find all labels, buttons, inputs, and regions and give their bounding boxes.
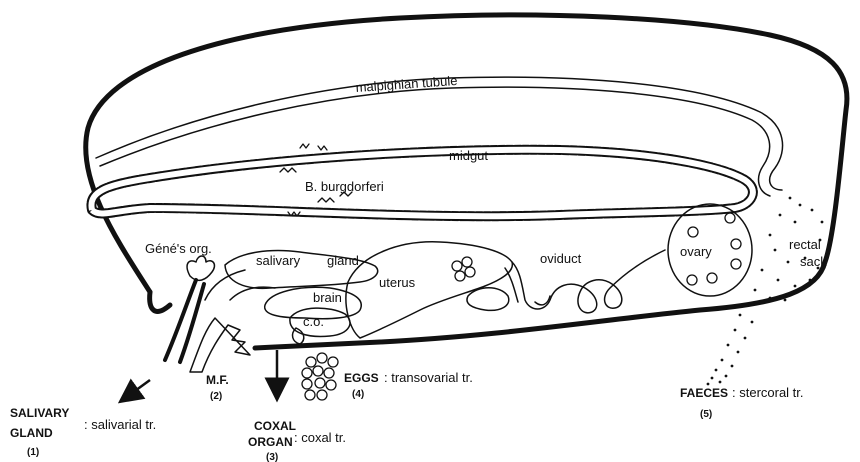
ovary-label: ovary — [680, 244, 712, 259]
genes-organ-label: Géné's org. — [145, 241, 212, 256]
ovary-egg — [687, 275, 697, 285]
oviduct-inner — [505, 268, 550, 305]
gland-label: gland — [327, 253, 359, 268]
brain-label: brain — [313, 290, 342, 305]
uterus-egg — [452, 261, 462, 271]
co-label: c.o. — [303, 314, 324, 329]
salivary-route-desc: : salivarial tr. — [84, 417, 156, 432]
eggs-route-desc: : transovarial tr. — [384, 370, 473, 385]
mf-organ — [190, 318, 250, 372]
uterus-egg — [455, 271, 465, 281]
coxal-route-num: (3) — [266, 452, 278, 462]
eggs-cluster — [302, 353, 338, 400]
oviduct-label: oviduct — [540, 251, 582, 266]
coxal-duct — [293, 328, 304, 344]
faeces-route-title: FAECES — [680, 386, 728, 400]
uterus-egg — [465, 267, 475, 277]
ovary-egg — [688, 227, 698, 237]
salivary-route-title-1: SALIVARY — [10, 406, 69, 420]
genes-organ — [187, 256, 214, 280]
malpighian-label: malpighian tubule — [355, 73, 458, 95]
sack-label: sack — [800, 254, 827, 269]
mf-route-title: M.F. — [206, 373, 229, 387]
salivary-arrow — [128, 380, 150, 396]
eggs-route-title: EGGS — [344, 371, 379, 385]
malpighian-tubule-inner — [100, 87, 770, 196]
uterus-egg — [462, 257, 472, 267]
coxal-route-title-1: COXAL — [254, 419, 296, 433]
rectal-sack-dots — [707, 197, 824, 386]
bacteria-label: B. burgdorferi — [305, 179, 384, 194]
salivary-route-title-2: GLAND — [10, 426, 53, 440]
salivary-route-num: (1) — [27, 447, 39, 458]
uterus-label: uterus — [379, 275, 416, 290]
body-outline-tail — [150, 292, 170, 311]
ovary-egg — [707, 273, 717, 283]
mf-route-num: (2) — [210, 391, 222, 402]
midgut-label: midgut — [449, 148, 488, 163]
coxal-route-desc: : coxal tr. — [294, 430, 346, 445]
uterus — [346, 242, 512, 338]
rectal-label: rectal — [789, 237, 821, 252]
ovary-egg — [731, 239, 741, 249]
salivary-label: salivary — [256, 253, 301, 268]
eggs-route-num: (4) — [352, 389, 364, 400]
ovary-egg — [725, 213, 735, 223]
faeces-route-num: (5) — [700, 409, 712, 420]
faeces-route-desc: : stercoral tr. — [732, 385, 804, 400]
coxal-route-title-2: ORGAN — [248, 435, 293, 449]
uterus-lobe — [467, 288, 509, 311]
ovary-egg — [731, 259, 741, 269]
oviduct — [512, 250, 665, 313]
